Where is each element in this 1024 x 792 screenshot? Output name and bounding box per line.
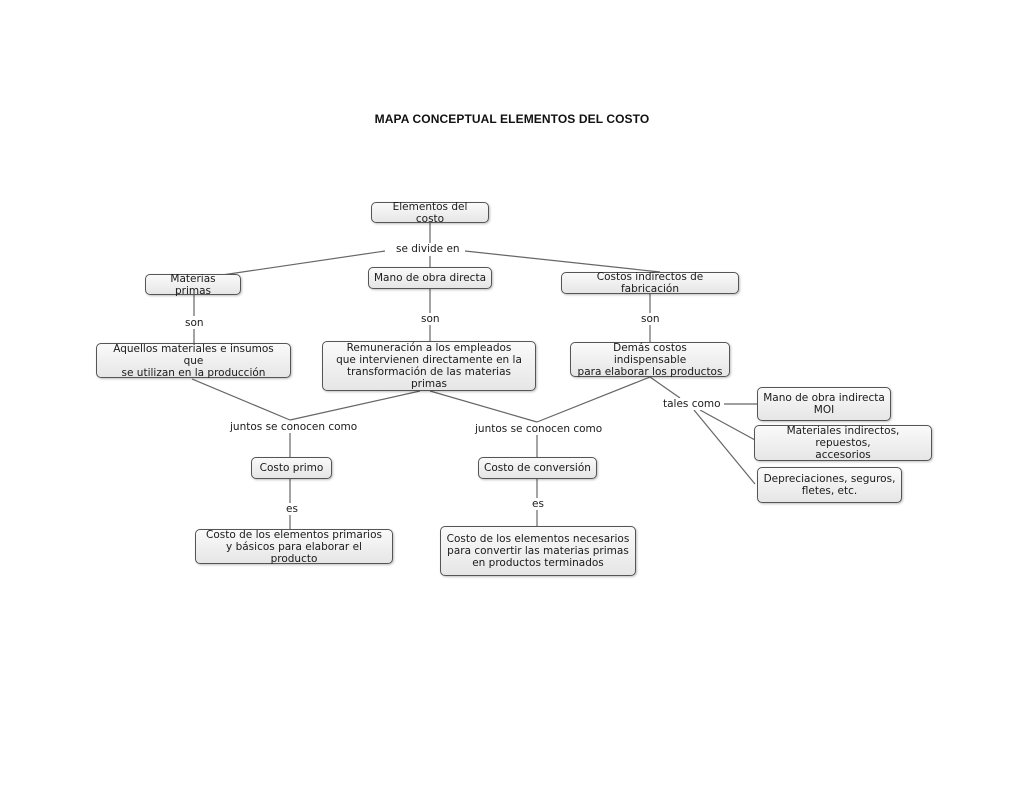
- node-depreciaciones: Depreciaciones, seguros, fletes, etc.: [757, 467, 902, 503]
- node-costo-de-conversion: Costo de conversión: [478, 457, 597, 479]
- link-label-juntos-2: juntos se conocen como: [472, 423, 606, 435]
- node-costos-indirectos: Costos indirectos de fabricación: [561, 271, 739, 295]
- link-label-son-2: son: [418, 313, 443, 325]
- link-label-tales-como: tales como: [660, 398, 724, 410]
- link-label-son-3: son: [638, 313, 663, 325]
- node-mano-de-obra-directa: Mano de obra directa: [368, 267, 492, 289]
- link-label-juntos-1: juntos se conocen como: [227, 421, 361, 433]
- link-label-es-2: es: [529, 498, 547, 510]
- node-costo-primo: Costo primo: [251, 457, 332, 479]
- link-label-se-divide-en: se divide en: [393, 243, 463, 255]
- node-aquellos-materiales: Aquellos materiales e insumos que se uti…: [96, 343, 291, 379]
- node-def-costo-conversion: Costo de los elementos necesarios para c…: [440, 526, 636, 576]
- page-title: MAPA CONCEPTUAL ELEMENTOS DEL COSTO: [374, 112, 650, 126]
- link-label-son-1: son: [182, 317, 207, 329]
- node-elementos-del-costo: Elementos del costo: [371, 201, 489, 225]
- node-materiales-indirectos: Materiales indirectos, repuestos, acceso…: [754, 425, 932, 461]
- node-demas-costos: Demás costos indispensable para elaborar…: [570, 342, 730, 378]
- node-materias-primas: Materias primas: [145, 273, 241, 297]
- node-def-costo-primo: Costo de los elementos primarios y básic…: [195, 529, 393, 565]
- node-remuneracion: Remuneración a los empleados que intervi…: [322, 341, 536, 391]
- link-label-es-1: es: [283, 503, 301, 515]
- node-mano-de-obra-indirecta: Mano de obra indirecta MOI: [757, 387, 891, 421]
